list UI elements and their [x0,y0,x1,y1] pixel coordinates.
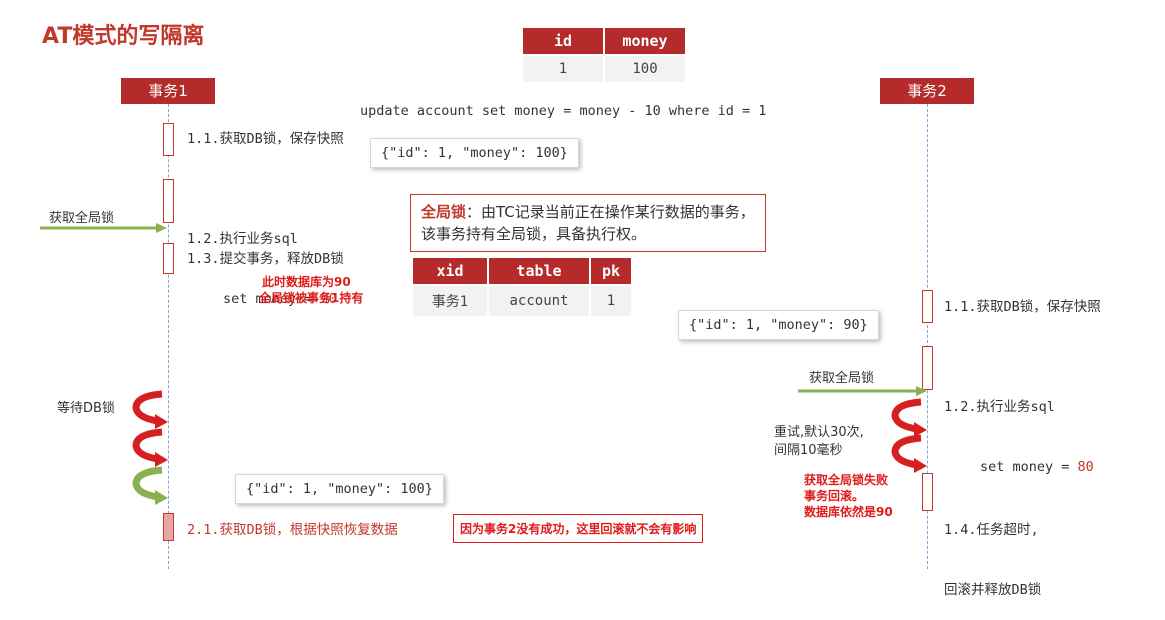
bottom-warning-note: 因为事务2没有成功，这里回滚就不会有影响 [453,514,704,543]
tx2-activation-1-4 [922,473,933,511]
tx1-activation-2-1 [163,513,174,541]
tx2-activation-1-2 [922,346,933,390]
lock-header-xid: xid [413,258,487,284]
tx1-step-1-2: 1.2.执行业务sql set money = 90 [187,231,337,307]
tx1-activation-1-2 [163,179,174,223]
tx1-snapshot-2: {"id": 1, "money": 100} [235,474,444,504]
tx2-snapshot: {"id": 1, "money": 90} [678,310,879,340]
global-lock-note: 全局锁：由TC记录当前正在操作某行数据的事务， 该事务持有全局锁，具备执行权。 [410,194,766,252]
curve-arrow-icon [132,390,168,429]
tx1-db-note: 此时数据库为90 全局锁被事务1持有 [259,275,364,305]
lock-cell-pk: 1 [591,286,631,316]
account-header-money: money [605,28,685,54]
sql-statement: update account set money = money - 10 wh… [360,103,767,119]
lock-cell-xid: 事务1 [413,286,487,316]
tx2-lifeline [927,104,928,569]
curve-arrow-icon [891,434,927,473]
curve-arrow-green-icon [132,466,168,505]
curve-arrow-icon [132,428,168,467]
account-cell-money: 100 [605,56,685,82]
tx2-activation-1-1 [922,290,933,323]
tx1-step-2-1: 2.1.获取DB锁，根据快照恢复数据 [187,522,398,538]
page-title: AT模式的写隔离 [42,24,205,49]
account-table: id money 1 100 [521,26,687,84]
tx1-header: 事务1 [121,78,215,104]
tx1-wait-curves [132,390,168,505]
tx1-acquire-global-lock-label: 获取全局锁 [49,211,115,226]
tx1-acquire-arrow [40,223,167,233]
tx2-step-1-1: 1.1.获取DB锁，保存快照 [944,299,1101,315]
tx1-step-1-1: 1.1.获取DB锁，保存快照 [187,131,344,147]
tx2-retry-note: 重试,默认30次, 间隔10毫秒 [774,425,864,458]
tx1-snapshot-1: {"id": 1, "money": 100} [370,138,579,168]
account-cell-id: 1 [523,56,603,82]
lock-table: xid table pk 事务1 account 1 [411,256,633,318]
tx1-lifeline [168,104,169,569]
tx2-header: 事务2 [880,78,974,104]
tx2-step-1-2: 1.2.执行业务sql set money = 80 [944,399,1094,475]
global-lock-term: 全局锁 [421,203,467,221]
tx1-step-1-3: 1.3.提交事务，释放DB锁 [187,251,344,267]
lock-cell-table: account [489,286,589,316]
tx2-acquire-global-lock-label: 获取全局锁 [809,371,875,386]
lock-header-pk: pk [591,258,631,284]
tx2-acquire-arrow [798,386,927,396]
tx2-step-1-4: 1.4.任务超时, 回滚并释放DB锁 [944,522,1042,598]
account-header-id: id [523,28,603,54]
tx1-activation-1-1 [163,123,174,156]
curve-arrow-icon [891,398,927,437]
tx1-wait-db-lock-label: 等待DB锁 [57,401,115,416]
tx1-money-value: 90 [320,291,337,307]
tx2-money-value: 80 [1077,459,1094,475]
lock-header-table: table [489,258,589,284]
tx1-activation-1-3 [163,243,174,274]
tx2-retry-curves [891,398,927,473]
tx2-fail-note: 获取全局锁失败 事务回滚。 数据库依然是90 [804,473,893,519]
